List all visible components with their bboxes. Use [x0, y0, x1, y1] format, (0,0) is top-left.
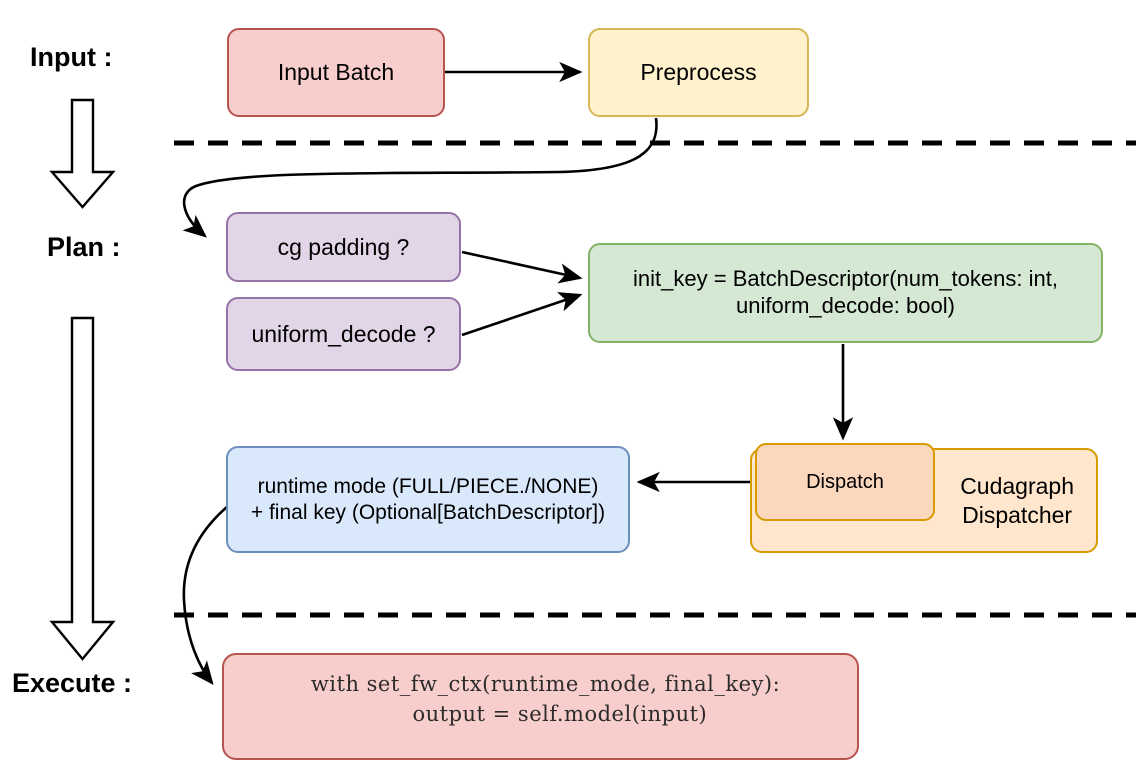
node-dispatch-label: Dispatch — [806, 470, 884, 493]
input-to-plan-block-arrow — [49, 98, 116, 209]
node-cg-padding-label: cg padding ? — [277, 233, 410, 260]
node-uniform-decode-label: uniform_decode ? — [251, 320, 436, 347]
node-init-key[interactable]: init_key = BatchDescriptor(num_tokens: i… — [588, 243, 1103, 343]
node-input-batch[interactable]: Input Batch — [227, 28, 445, 117]
node-runtime-mode[interactable]: runtime mode (FULL/PIECE./NONE) + final … — [226, 446, 630, 553]
node-init-key-line1: init_key = BatchDescriptor(num_tokens: i… — [633, 266, 1058, 292]
node-runtime-mode-line2: + final key (Optional[BatchDescriptor]) — [250, 500, 606, 524]
node-runtime-mode-line1: runtime mode (FULL/PIECE./NONE) — [257, 474, 599, 498]
node-cg-padding[interactable]: cg padding ? — [226, 212, 461, 282]
edge-cg-padding-to-init-key — [461, 250, 583, 284]
node-cudagraph-dispatcher-line2: Dispatcher — [962, 501, 1073, 528]
code-block-text: with set_fw_ctx(runtime_mode, final_key)… — [224, 655, 857, 730]
edge-runtime-mode-to-code-block — [182, 505, 229, 686]
stage-label-plan: Plan : — [47, 232, 121, 262]
node-cudagraph-dispatcher-line1: Cudagraph — [960, 473, 1074, 500]
plan-to-execute-block-arrow — [49, 316, 116, 661]
node-runtime-mode-text: runtime mode (FULL/PIECE./NONE) + final … — [251, 474, 605, 525]
node-cudagraph-dispatcher-text: Cudagraph Dispatcher — [960, 472, 1074, 528]
node-uniform-decode[interactable]: uniform_decode ? — [226, 297, 461, 371]
code-block-line1: with set_fw_ctx(runtime_mode, final_key)… — [310, 672, 781, 696]
stage-label-input: Input : — [30, 42, 113, 72]
node-preprocess[interactable]: Preprocess — [588, 28, 809, 117]
edge-preprocess-to-cg-padding — [182, 117, 658, 238]
stage-label-execute: Execute : — [12, 668, 133, 698]
node-init-key-line2: uniform_decode: bool) — [736, 293, 955, 318]
node-dispatch[interactable]: Dispatch — [755, 443, 935, 521]
node-code-block[interactable]: with set_fw_ctx(runtime_mode, final_key)… — [222, 653, 859, 760]
node-init-key-text: init_key = BatchDescriptor(num_tokens: i… — [633, 266, 1058, 320]
node-input-batch-label: Input Batch — [277, 59, 395, 86]
node-preprocess-label: Preprocess — [640, 59, 757, 86]
code-block-line2: output = self.model(input) — [383, 702, 708, 727]
edge-uniform-decode-to-init-key — [461, 292, 583, 337]
